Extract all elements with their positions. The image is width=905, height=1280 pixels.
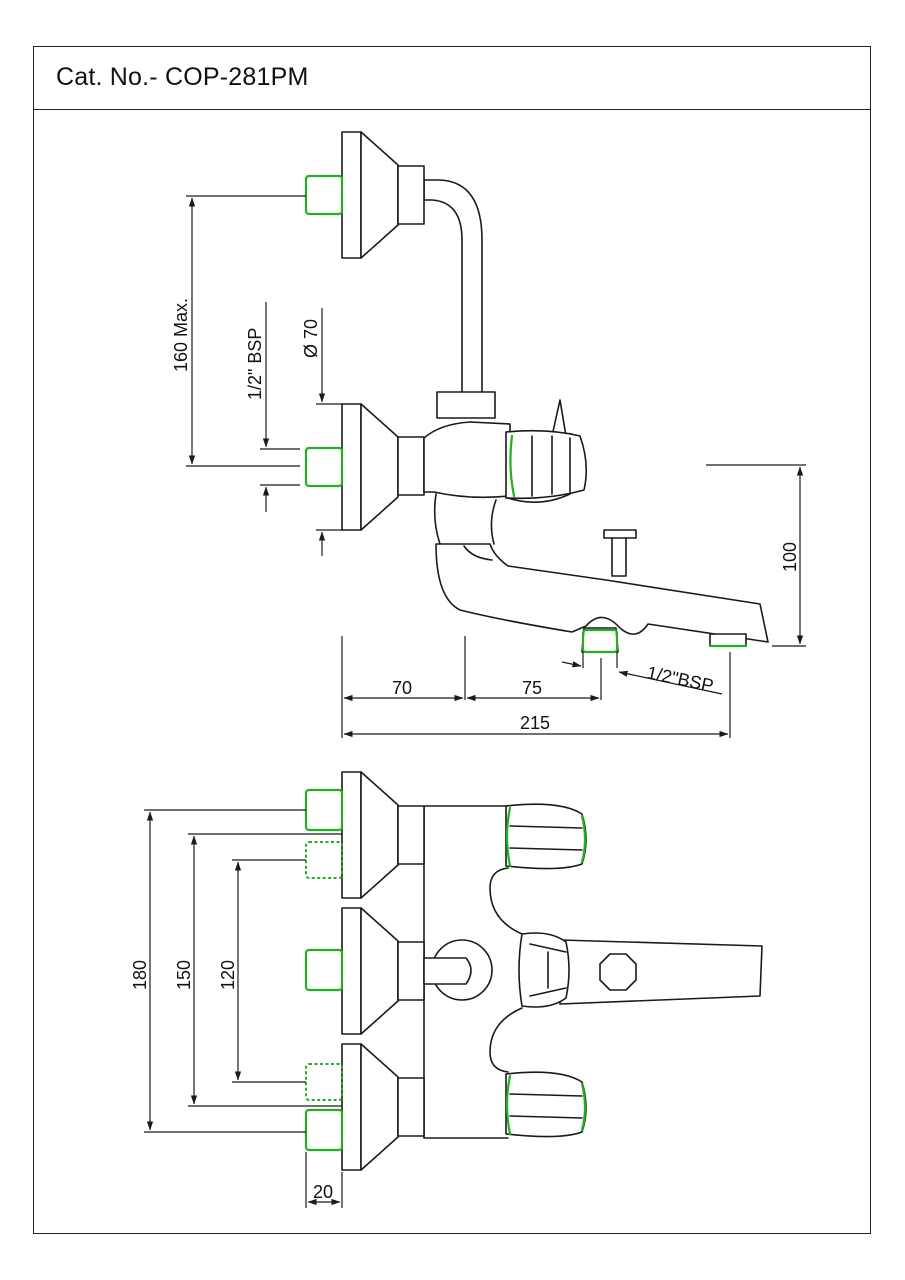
dim-75: 75 bbox=[522, 678, 542, 698]
lower-inlet-highlight bbox=[304, 446, 344, 488]
plan-bottom-knob-ridges bbox=[509, 1093, 583, 1119]
upper-union-nut bbox=[397, 165, 425, 225]
plan-top-knob bbox=[505, 803, 587, 870]
plan-bottom-nut bbox=[397, 1077, 425, 1137]
plan-mid-nut bbox=[397, 941, 425, 1001]
plan-bottom-flange-plate bbox=[341, 1043, 362, 1171]
dim-20: 20 bbox=[313, 1182, 333, 1202]
lower-wall-flange-cone bbox=[360, 403, 399, 531]
aerator bbox=[709, 633, 747, 647]
plan-diverter-ridges bbox=[529, 943, 567, 997]
mixer-body bbox=[423, 421, 511, 499]
title-bar: Cat. No.- COP-281PM bbox=[34, 47, 870, 110]
dim-215: 215 bbox=[520, 713, 550, 733]
dim-diameter-70: Ø 70 bbox=[301, 319, 321, 358]
lower-union-nut bbox=[397, 436, 425, 496]
spout-inner-curve bbox=[463, 545, 493, 561]
body-neck bbox=[433, 493, 497, 545]
spout bbox=[435, 543, 769, 643]
plan-mid-flange-plate bbox=[341, 907, 362, 1035]
spout-outlet-nut bbox=[581, 627, 619, 653]
upper-wall-flange-plate bbox=[341, 131, 362, 259]
plan-top-flange-cone bbox=[360, 771, 399, 899]
plan-top-knob-ridges bbox=[509, 825, 583, 851]
plan-view bbox=[304, 771, 763, 1171]
dim-180: 180 bbox=[130, 960, 150, 990]
plan-mid-flange-cone bbox=[360, 907, 399, 1035]
plan-bottom-inlet-dashed bbox=[305, 1063, 343, 1101]
dim-150: 150 bbox=[174, 960, 194, 990]
plan-diverter bbox=[518, 932, 570, 1008]
plan-view-dimensions: 180 150 120 20 bbox=[130, 809, 343, 1208]
knob-ridges bbox=[531, 435, 571, 497]
riser-pipe-plan bbox=[423, 957, 472, 985]
plan-mid-inlet-highlight bbox=[304, 948, 344, 992]
plan-top-inlet-highlight bbox=[304, 788, 344, 832]
plan-top-nut bbox=[397, 805, 425, 865]
shower-rod-cap bbox=[603, 529, 637, 539]
dim-70: 70 bbox=[392, 678, 412, 698]
riser-pipe bbox=[423, 179, 483, 393]
side-view bbox=[304, 131, 769, 654]
plan-top-flange-plate bbox=[341, 771, 362, 899]
side-view-dimensions: 160 Max. 1/2" BSP Ø 70 100 70 75 bbox=[171, 195, 806, 738]
spout-outlet-highlight bbox=[581, 628, 619, 654]
plan-spout bbox=[559, 939, 763, 1005]
plan-bottom-knob bbox=[505, 1071, 587, 1138]
plan-body-waist bbox=[489, 867, 523, 1073]
plan-shower-nut bbox=[599, 953, 637, 991]
catalog-number-title: Cat. No.- COP-281PM bbox=[56, 63, 309, 91]
diverter-knob-highlight bbox=[509, 434, 516, 498]
plan-top-inlet-dashed bbox=[305, 841, 343, 879]
dim-half-inch-bsp-outlet: 1/2"BSP bbox=[645, 662, 715, 696]
plan-bottom-knob-highlight bbox=[505, 1074, 587, 1136]
dim-120: 120 bbox=[218, 960, 238, 990]
shower-rod bbox=[611, 535, 627, 577]
plan-bottom-flange-cone bbox=[360, 1043, 399, 1171]
upper-wall-flange-cone bbox=[360, 131, 399, 259]
top-nut bbox=[436, 391, 496, 419]
plan-top-knob-highlight bbox=[505, 806, 587, 868]
drawing-sheet: Cat. No.- COP-281PM bbox=[33, 46, 871, 1234]
diverter-lever bbox=[551, 399, 567, 437]
knob-underside bbox=[507, 493, 571, 503]
dim-half-inch-bsp-inlet: 1/2" BSP bbox=[245, 328, 265, 400]
diverter-knob bbox=[505, 429, 588, 500]
plan-bottom-inlet-highlight bbox=[304, 1108, 344, 1152]
dim-160-max: 160 Max. bbox=[171, 298, 191, 372]
upper-inlet-highlight bbox=[304, 174, 344, 216]
dim-100: 100 bbox=[780, 542, 800, 572]
lower-wall-flange-plate bbox=[341, 403, 362, 531]
